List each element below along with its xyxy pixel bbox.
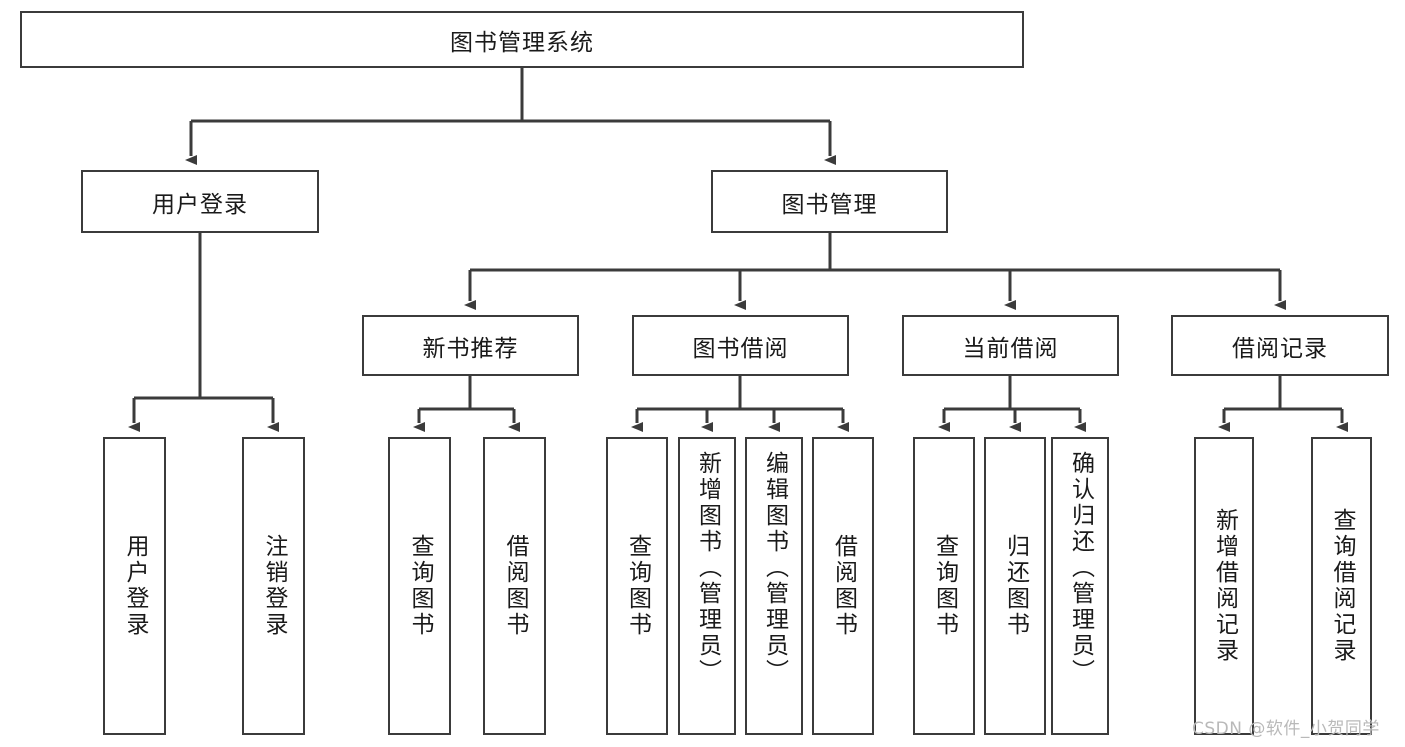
leaf-query-book-current[interactable]: 查询图书 — [913, 437, 975, 735]
leaf-add-borrow-record[interactable]: 新增借阅记录 — [1194, 437, 1254, 735]
leaf-confirm-return-admin[interactable]: 确认归还（管理员） — [1051, 437, 1109, 735]
leaf-return-book-label: 归还图书 — [1002, 534, 1029, 638]
node-book-management-label: 图书管理 — [781, 191, 878, 218]
leaf-borrow-book-recommend[interactable]: 借阅图书 — [483, 437, 546, 735]
node-book-management[interactable]: 图书管理 — [711, 170, 948, 233]
leaf-user-login[interactable]: 用户登录 — [103, 437, 166, 735]
leaf-add-book-admin[interactable]: 新增图书（管理员） — [678, 437, 736, 735]
leaf-user-logout[interactable]: 注销登录 — [242, 437, 305, 735]
leaf-query-book-recommend-label: 查询图书 — [407, 534, 433, 638]
leaf-borrow-book[interactable]: 借阅图书 — [812, 437, 874, 735]
leaf-confirm-return-admin-label: 确认归还（管理员） — [1067, 451, 1094, 685]
leaf-query-borrow-record[interactable]: 查询借阅记录 — [1311, 437, 1372, 735]
node-root-label: 图书管理系统 — [450, 29, 594, 56]
leaf-borrow-book-recommend-label: 借阅图书 — [502, 534, 528, 638]
leaf-borrow-book-label: 借阅图书 — [830, 534, 857, 638]
node-current-borrow-label: 当前借阅 — [962, 335, 1059, 362]
node-user-login[interactable]: 用户登录 — [81, 170, 319, 233]
leaf-add-borrow-record-label: 新增借阅记录 — [1211, 508, 1238, 664]
csdn-watermark: CSDN @软件_小贺同学 — [1192, 719, 1380, 739]
leaf-query-book-recommend[interactable]: 查询图书 — [388, 437, 451, 735]
leaf-return-book[interactable]: 归还图书 — [984, 437, 1046, 735]
leaf-query-book-current-label: 查询图书 — [931, 534, 958, 638]
leaf-edit-book-admin[interactable]: 编辑图书（管理员） — [745, 437, 803, 735]
leaf-add-book-admin-label: 新增图书（管理员） — [694, 451, 721, 685]
node-borrow-record[interactable]: 借阅记录 — [1171, 315, 1389, 376]
leaf-query-book-borrow-label: 查询图书 — [624, 534, 651, 638]
leaf-user-login-label: 用户登录 — [122, 534, 148, 638]
node-borrow-record-label: 借阅记录 — [1232, 335, 1328, 362]
node-current-borrow[interactable]: 当前借阅 — [902, 315, 1119, 376]
leaf-user-logout-label: 注销登录 — [261, 534, 287, 638]
node-user-login-label: 用户登录 — [152, 191, 248, 218]
node-new-book-recommend[interactable]: 新书推荐 — [362, 315, 579, 376]
node-book-borrow-label: 图书借阅 — [692, 335, 789, 362]
leaf-edit-book-admin-label: 编辑图书（管理员） — [761, 451, 788, 685]
node-root[interactable]: 图书管理系统 — [20, 11, 1024, 68]
node-new-book-recommend-label: 新书推荐 — [422, 335, 519, 362]
leaf-query-borrow-record-label: 查询借阅记录 — [1329, 508, 1355, 664]
node-book-borrow[interactable]: 图书借阅 — [632, 315, 849, 376]
leaf-query-book-borrow[interactable]: 查询图书 — [606, 437, 668, 735]
